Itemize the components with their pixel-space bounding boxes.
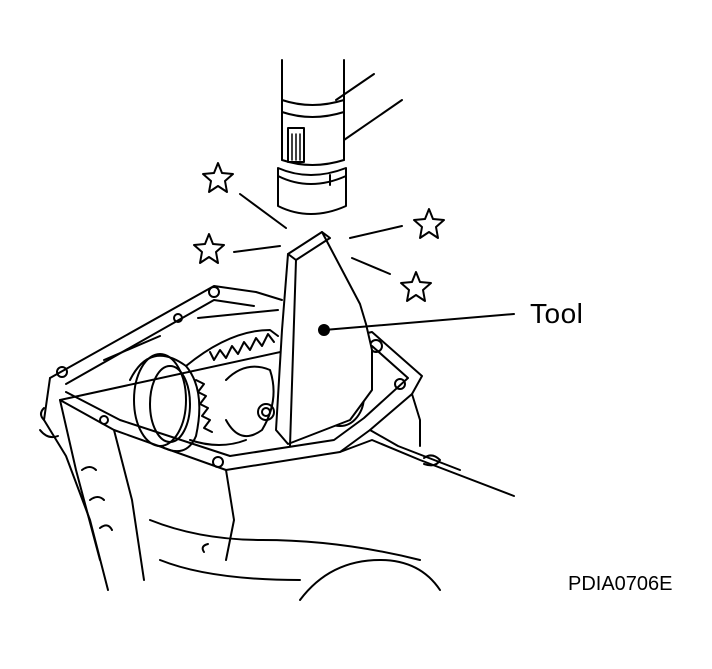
hammer-drift: [277, 59, 403, 215]
star-icon: [400, 271, 432, 302]
tool-plate: [275, 231, 515, 447]
figure-code: PDIA0706E: [568, 573, 673, 595]
tool-leader-line: [323, 313, 515, 331]
star-icon: [193, 233, 225, 264]
transaxle-case: [39, 285, 515, 601]
tool-label: Tool: [530, 298, 584, 329]
impact-stars: [193, 162, 445, 302]
impact-lines: [233, 193, 403, 275]
star-icon: [413, 208, 445, 239]
star-icon: [202, 162, 234, 193]
